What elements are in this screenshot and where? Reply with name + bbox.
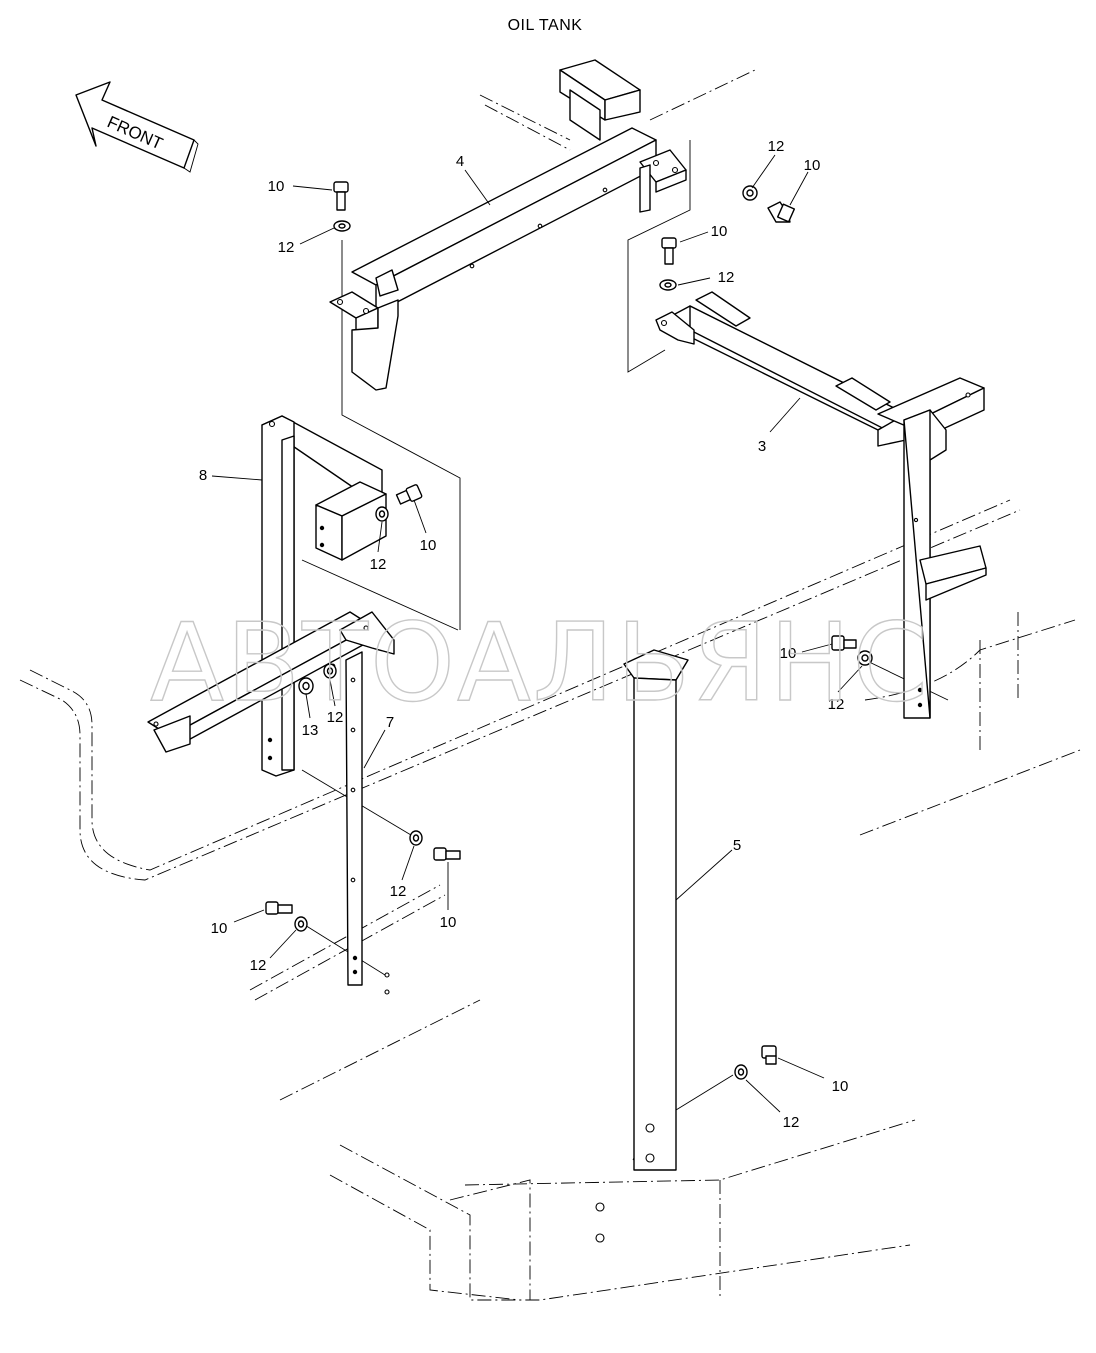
callout-label: 12 bbox=[828, 696, 845, 713]
bolt-icon bbox=[395, 484, 423, 505]
callout-label: 5 bbox=[733, 837, 741, 854]
bolt-icon bbox=[767, 201, 796, 223]
callout-label: 10 bbox=[268, 178, 285, 195]
callout-label: 7 bbox=[386, 714, 394, 731]
callout-label: 10 bbox=[420, 537, 437, 554]
bolt-icon bbox=[761, 1045, 777, 1065]
callout-label: 10 bbox=[440, 914, 457, 931]
callout-leaders bbox=[211, 154, 863, 1113]
callout-label: 12 bbox=[370, 556, 387, 573]
washer-icon bbox=[659, 279, 677, 291]
bolt-icon bbox=[265, 901, 293, 915]
washer-icon bbox=[333, 220, 351, 232]
bolt-icon bbox=[831, 635, 857, 651]
nut-icon bbox=[298, 677, 314, 695]
callout-label: 4 bbox=[456, 153, 464, 170]
fasteners bbox=[265, 181, 873, 1080]
callout-label: 13 bbox=[302, 722, 319, 739]
watermark-text: АВТОАЛЬЯНС bbox=[150, 601, 930, 726]
washer-icon bbox=[409, 830, 423, 846]
tank-top-bracket bbox=[559, 59, 641, 141]
callout-label: 3 bbox=[758, 438, 766, 455]
callout-label: 12 bbox=[278, 239, 295, 256]
callout-label: 10 bbox=[780, 645, 797, 662]
callout-label: 12 bbox=[783, 1114, 800, 1131]
front-arrow: FRONT bbox=[75, 81, 199, 173]
part-5-support-post bbox=[595, 649, 689, 1243]
part-4-cross-member bbox=[329, 127, 687, 391]
callout-label: 12 bbox=[768, 138, 785, 155]
machine-frame-phantom bbox=[19, 69, 1081, 1301]
callout-label: 10 bbox=[711, 223, 728, 240]
part-3-side-frame bbox=[655, 291, 987, 719]
callout-label: 12 bbox=[250, 957, 267, 974]
washer-icon bbox=[294, 916, 308, 932]
bolt-icon bbox=[661, 237, 677, 265]
bolt-icon bbox=[333, 181, 349, 211]
callout-label: 10 bbox=[211, 920, 228, 937]
washer-icon bbox=[742, 185, 758, 201]
washer-icon bbox=[323, 663, 337, 679]
diagram-title: OIL TANK bbox=[508, 17, 583, 34]
callout-label: 10 bbox=[832, 1078, 849, 1095]
callout-label: 8 bbox=[199, 467, 207, 484]
callout-label: 12 bbox=[327, 709, 344, 726]
washer-icon bbox=[857, 650, 873, 666]
callout-label: 10 bbox=[804, 157, 821, 174]
callout-label: 12 bbox=[390, 883, 407, 900]
bolt-icon bbox=[433, 847, 461, 861]
washer-icon bbox=[375, 506, 389, 522]
washer-icon bbox=[734, 1064, 748, 1080]
callout-labels: 4 10 12 12 10 10 12 3 8 12 10 10 12 13 1… bbox=[199, 138, 849, 1131]
part-7-l-bracket bbox=[147, 611, 395, 995]
callout-label: 12 bbox=[718, 269, 735, 286]
